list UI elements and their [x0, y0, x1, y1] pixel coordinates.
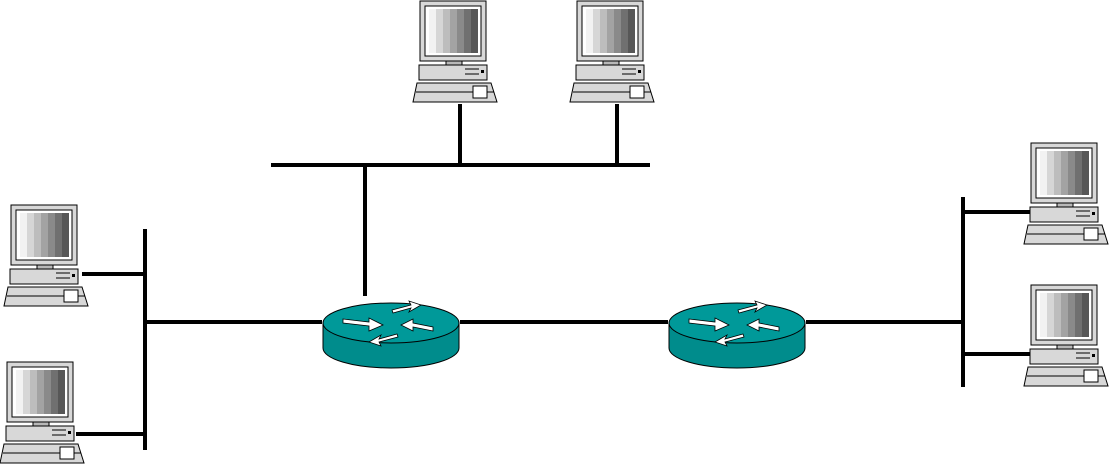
computer-icon	[412, 0, 498, 103]
computer-icon	[0, 361, 85, 464]
computer-icon	[1023, 142, 1109, 245]
pc-right-2	[1023, 284, 1109, 387]
pc-top-2	[569, 0, 655, 103]
computer-icon	[1023, 284, 1109, 387]
router-icon	[668, 300, 806, 369]
pc-top-1	[412, 0, 498, 103]
router-icon	[322, 300, 460, 369]
pc-left-1	[3, 204, 89, 307]
router-2	[668, 300, 806, 369]
router-1	[322, 300, 460, 369]
pc-left-2	[0, 361, 85, 464]
links	[76, 104, 1034, 450]
computer-icon	[3, 204, 89, 307]
pc-right-1	[1023, 142, 1109, 245]
computer-icon	[569, 0, 655, 103]
